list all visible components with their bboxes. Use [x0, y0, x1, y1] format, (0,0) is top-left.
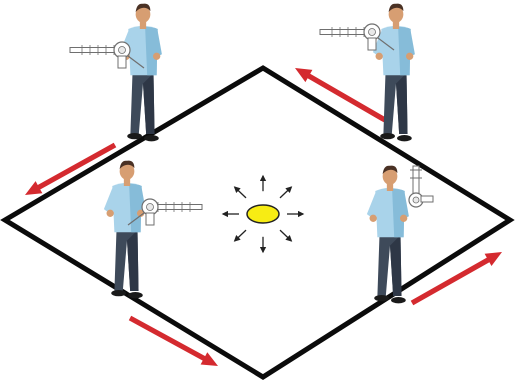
- detector-instrument-icon: [319, 23, 395, 51]
- person-with-instrument-icon: [366, 165, 409, 304]
- person-with-instrument-icon: [119, 3, 162, 142]
- detector-instrument-icon: [408, 165, 434, 208]
- light-source-icon: [246, 204, 280, 224]
- ray-arrow-icon: [279, 229, 293, 242]
- ray-arrow-icon: [233, 229, 247, 242]
- people: [69, 3, 434, 304]
- rays: [221, 174, 305, 254]
- direction-arrow-icon: [295, 68, 387, 123]
- direction-arrow-icon: [128, 315, 218, 366]
- ray-arrow-icon: [233, 186, 247, 199]
- detector-instrument-icon: [69, 41, 145, 69]
- person-with-instrument-icon: [103, 160, 146, 299]
- direction-arrow-icon: [410, 252, 502, 306]
- direction-arrows: [25, 68, 502, 366]
- detector-instrument-icon: [127, 198, 203, 226]
- ray-arrow-icon: [279, 186, 293, 199]
- direction-arrow-icon: [25, 142, 117, 195]
- square-path-outline: [0, 65, 515, 380]
- person-with-instrument-icon: [372, 3, 415, 142]
